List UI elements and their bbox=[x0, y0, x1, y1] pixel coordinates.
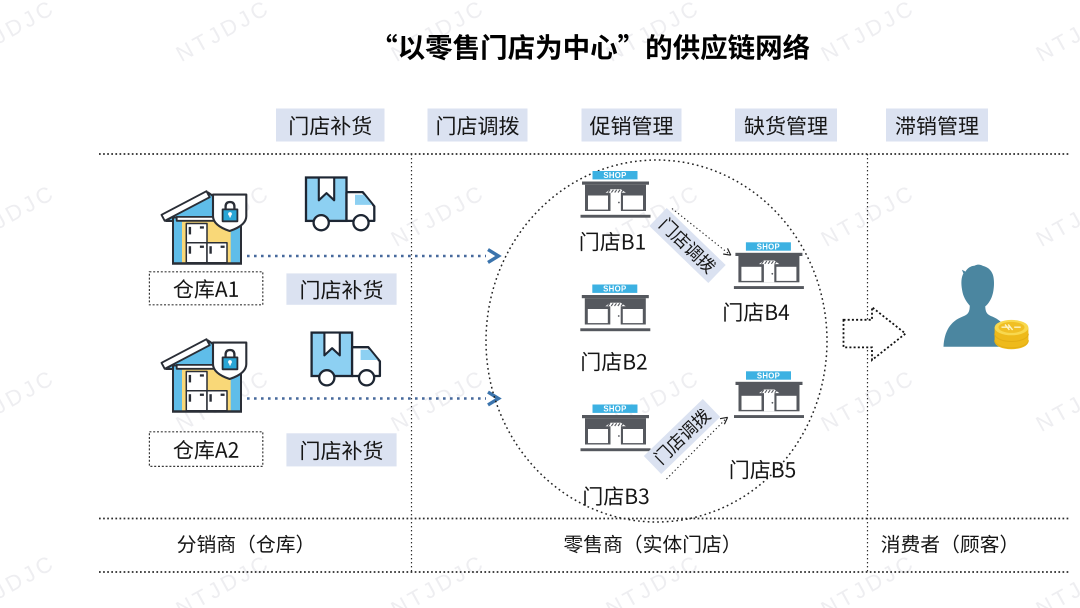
svg-text:SHOP: SHOP bbox=[757, 371, 780, 380]
svg-text:SHOP: SHOP bbox=[603, 171, 626, 180]
svg-text:SHOP: SHOP bbox=[757, 242, 780, 251]
svg-text:SHOP: SHOP bbox=[603, 285, 626, 294]
svg-text:SHOP: SHOP bbox=[603, 405, 626, 414]
